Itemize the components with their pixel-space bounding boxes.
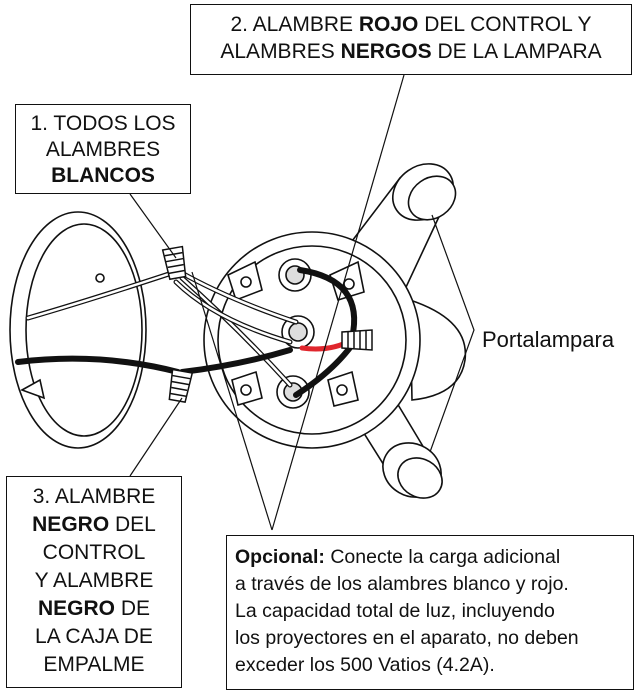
junction-box xyxy=(9,211,147,449)
label-black-wires: 3. ALAMBRE NEGRO DEL CONTROL Y ALAMBRE N… xyxy=(6,476,182,688)
label-text: DE LA LAMPARA xyxy=(431,40,602,63)
label-text: EMPALME xyxy=(43,653,145,676)
label-text: 2. ALAMBRE xyxy=(230,13,359,36)
label-text: ALAMBRES xyxy=(45,138,161,161)
note-text: a través de los alambres blanco y rojo. xyxy=(235,573,569,595)
wire-nut-black xyxy=(168,368,194,404)
label-text: DEL xyxy=(109,513,156,536)
wire-nuts xyxy=(161,245,373,404)
note-text: exceder los 500 Vatios (4.2A). xyxy=(235,654,495,676)
label-text: CONTROL xyxy=(42,541,146,564)
label-white-wires: 1. TODOS LOS ALAMBRES BLANCOS xyxy=(15,104,191,194)
note-text: los proyectores en el aparato, no deben xyxy=(235,627,579,649)
label-text-bold: NEGRO xyxy=(32,513,110,536)
note-title: Opcional: xyxy=(235,546,325,568)
label-text: LA CAJA DE xyxy=(35,625,153,648)
label-red-black-wires: 2. ALAMBRE ROJO DEL CONTROL Y ALAMBRES N… xyxy=(190,4,632,75)
label-text: ALAMBRES xyxy=(220,40,341,63)
label-text-bold: NERGOS xyxy=(340,40,432,63)
mounting-tabs xyxy=(227,260,365,407)
label-text: Y ALAMBRE xyxy=(34,569,154,592)
leader-lines xyxy=(129,74,475,531)
black-wires xyxy=(15,267,358,398)
label-text: 1. TODOS LOS xyxy=(30,112,176,135)
label-text: DEL CONTROL Y xyxy=(418,13,592,36)
label-text: DE xyxy=(115,597,151,620)
note-text: La capacidad total de luz, incluyendo xyxy=(235,600,555,622)
fixture-body xyxy=(203,231,421,449)
label-text: 3. ALAMBRE xyxy=(32,485,156,508)
white-wires xyxy=(25,269,299,388)
label-text-bold: ROJO xyxy=(358,13,419,36)
note-text: Conecte la carga adicional xyxy=(324,546,561,568)
optional-note: Opcional: Conecte la carga adicional a t… xyxy=(226,535,634,690)
center-lamp-dome xyxy=(409,298,467,401)
label-text-bold: BLANCOS xyxy=(51,164,155,187)
label-lampholder: Portalampara xyxy=(482,327,615,352)
wire-nut-red xyxy=(341,329,373,351)
label-text-bold: NEGRO xyxy=(37,597,115,620)
